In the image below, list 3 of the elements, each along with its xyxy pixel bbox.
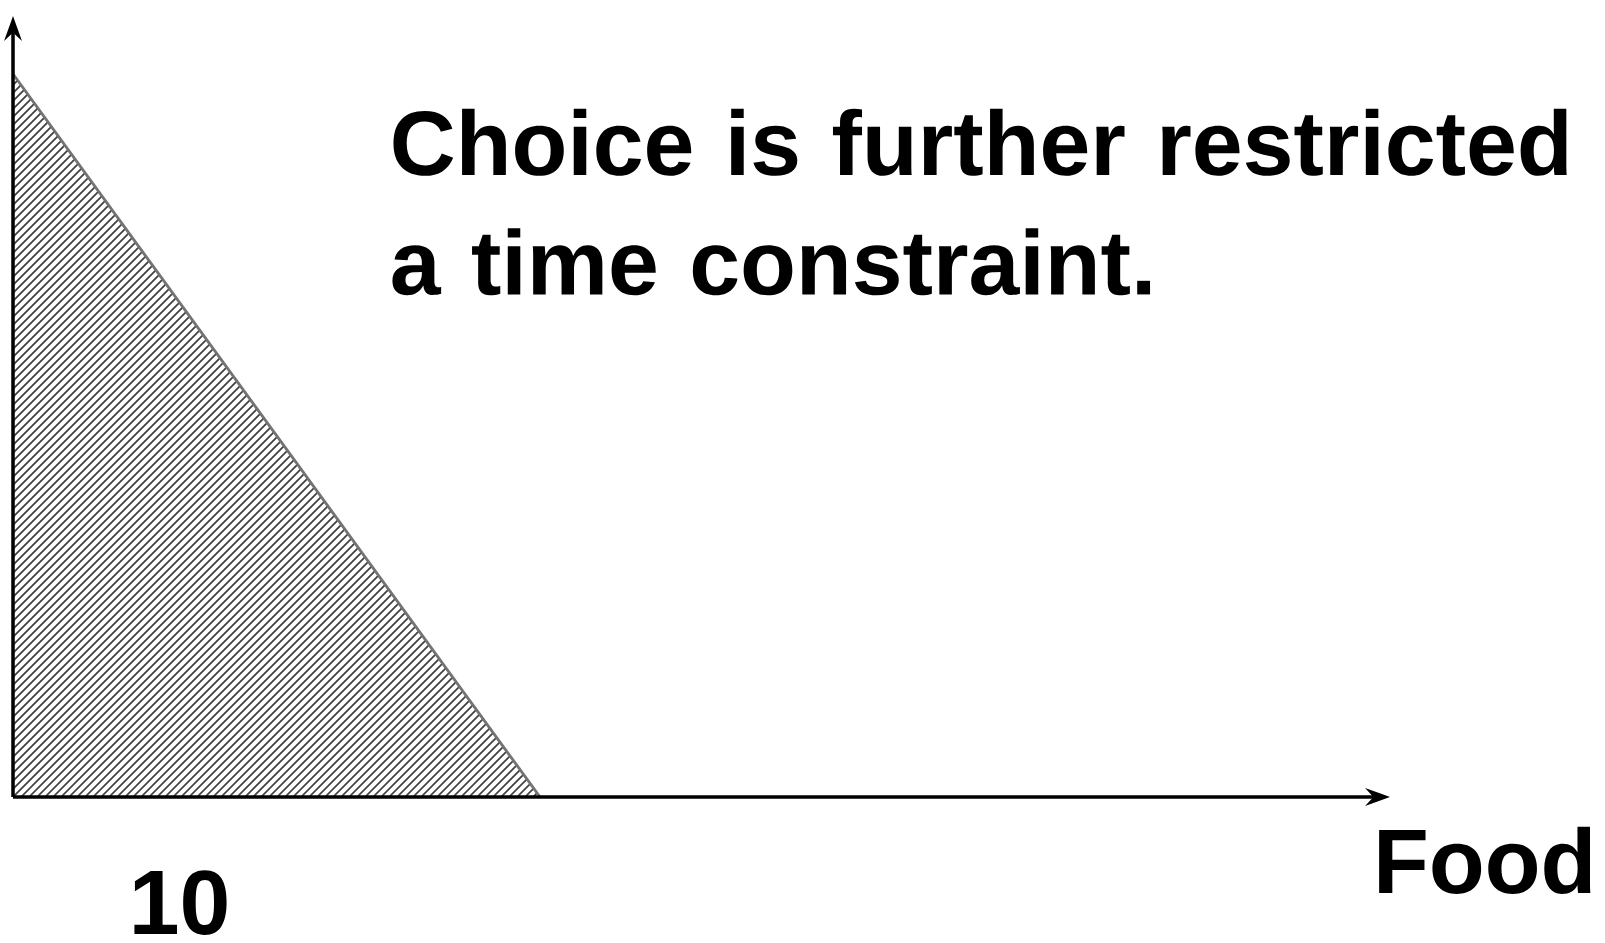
heading-text: Choice is further restricted a time constraint.: [392, 108, 1567, 296]
axis-label: Food: [1379, 826, 1591, 894]
tick-label: 10: [134, 870, 227, 935]
